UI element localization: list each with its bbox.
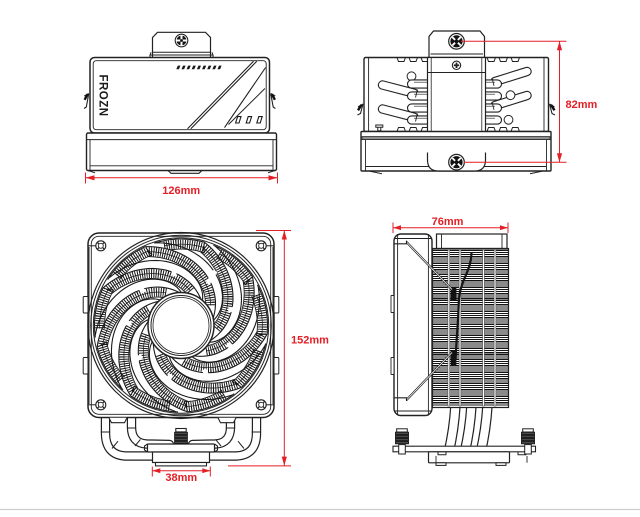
svg-text:82mm: 82mm [566,99,598,111]
svg-text:38mm: 38mm [165,472,197,484]
svg-text:152mm: 152mm [291,335,329,347]
svg-text:76mm: 76mm [432,216,464,228]
svg-text:FROZN: FROZN [97,75,109,117]
svg-text:126mm: 126mm [162,185,200,197]
